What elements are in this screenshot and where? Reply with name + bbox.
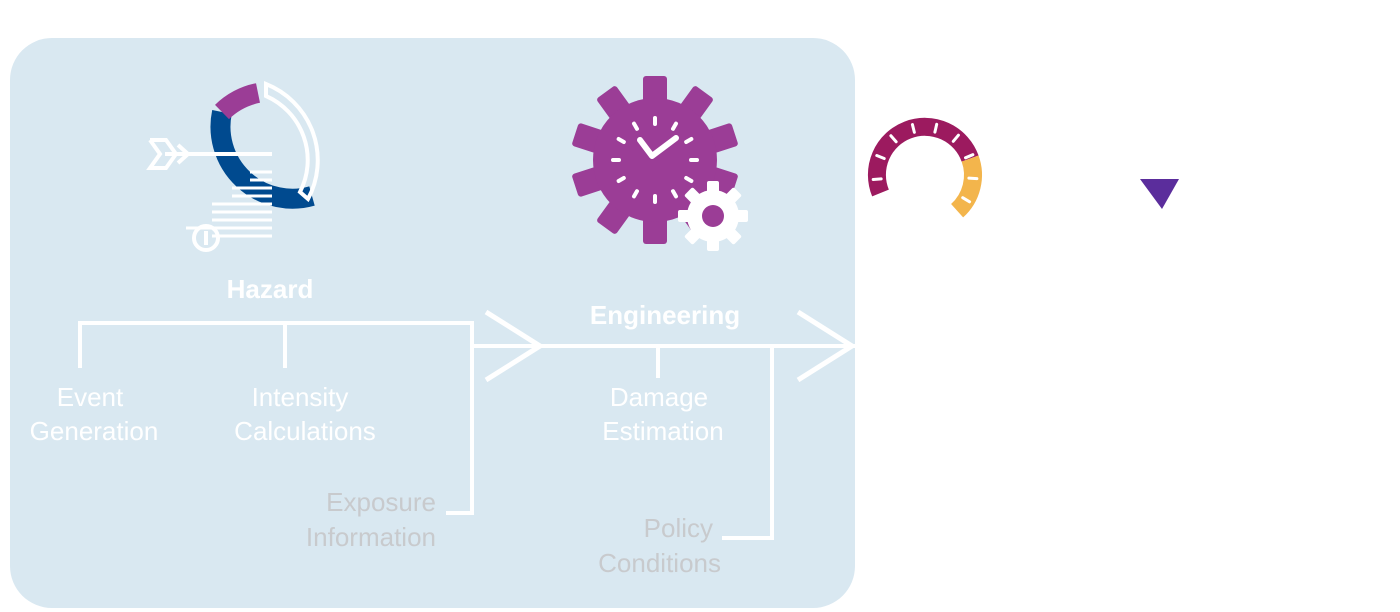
- damage-estimation-line2: Estimation: [602, 416, 723, 446]
- hazard-donut-arrow-icon: [146, 81, 320, 252]
- exposure-information-line2: Information: [306, 522, 436, 552]
- damage-estimation-line1: Damage: [610, 382, 708, 412]
- event-generation-line2: Generation: [30, 416, 159, 446]
- hazard-title: Hazard: [227, 274, 314, 304]
- intensity-calculations-line2: Calculations: [234, 416, 376, 446]
- policy-conditions-line2: Conditions: [598, 548, 721, 578]
- hazard-bracket: [78, 321, 474, 515]
- hazard-arrow: [484, 309, 545, 383]
- policy-conditions-line1: Policy: [644, 513, 713, 543]
- gear-clock-icon: [572, 76, 748, 251]
- engineering-arrow: [796, 309, 857, 383]
- event-generation-line1: Event: [57, 382, 124, 412]
- exposure-information-line1: Exposure: [326, 487, 436, 517]
- process-flow-lines: [78, 309, 857, 540]
- gauge-icon: [867, 117, 982, 218]
- down-triangle-icon: [1140, 179, 1179, 209]
- intensity-calculations-line1: Intensity: [252, 382, 349, 412]
- policy-bracket: [722, 346, 774, 540]
- engineering-title: Engineering: [590, 300, 740, 330]
